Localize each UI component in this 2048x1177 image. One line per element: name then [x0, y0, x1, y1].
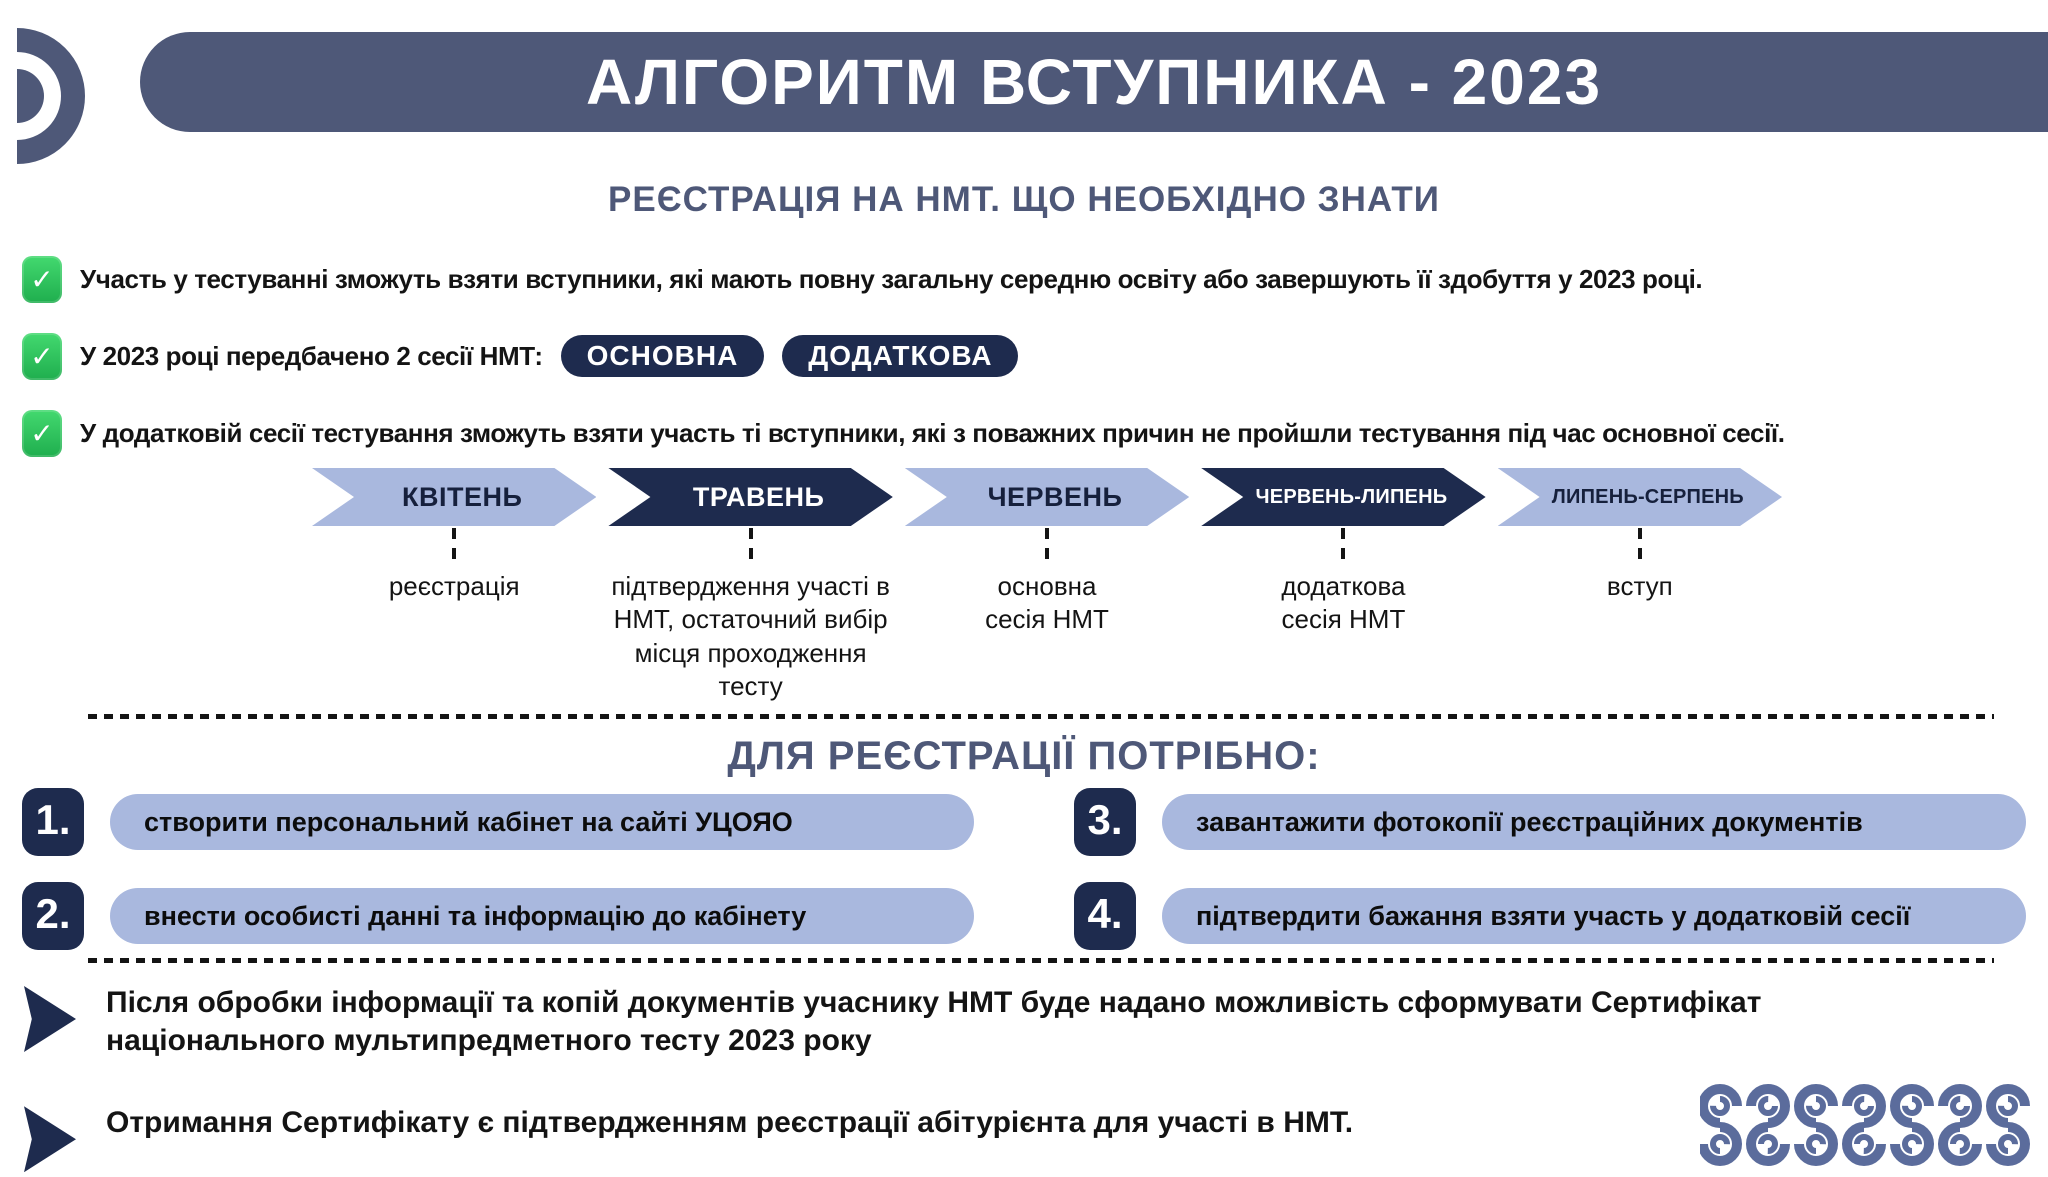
timeline: КВІТЕНЬ реєстрація ТРАВЕНЬ підтвердження уч…	[312, 468, 1782, 703]
notes: Після обробки інформації та копій докуме…	[24, 984, 1924, 1173]
ucoyao-arc-logo	[17, 28, 85, 164]
check-icon: ✓	[22, 332, 62, 380]
step-pill: створити персональний кабінет на сайті У…	[110, 794, 974, 850]
subtitle: РЕЄСТРАЦІЯ НА НМТ. ЩО НЕОБХІДНО ЗНАТИ	[608, 180, 1440, 219]
month-chevron: ЧЕРВЕНЬ-ЛИПЕНЬ	[1201, 468, 1485, 526]
step-pill: внести особисті данні та інформацію до к…	[110, 888, 974, 944]
session-badge: ДОДАТКОВА	[782, 335, 1019, 377]
step-item: 1. створити персональний кабінет на сайті…	[22, 788, 974, 856]
timeline-label: реєстрація	[388, 571, 520, 601]
bullet-item: ✓ У 2023 році передбачено 2 сесії НМТ: ОСН…	[22, 331, 2038, 381]
bullet-text: Участь у тестуванні зможуть взяти вступн…	[80, 263, 1703, 294]
timeline-label: додаткова сесія НМТ	[1281, 571, 1406, 635]
note-text: Після обробки інформації та копій докуме…	[106, 986, 1762, 1058]
step-pill: підтвердити бажання взяти участь у додат…	[1162, 888, 2026, 944]
registration-heading: ДЛЯ РЕЄСТРАЦІЇ ПОТРІБНО:	[727, 734, 1321, 778]
title-banner: АЛГОРИТМ ВСТУПНИКА - 2023	[140, 32, 2048, 132]
timeline-item: ТРАВЕНЬ підтвердження участі в НМТ, остат…	[608, 468, 892, 703]
check-icon: ✓	[22, 255, 62, 303]
dashed-tick	[748, 528, 753, 564]
step-number-badge: 1.	[22, 788, 84, 856]
note-text: Отримання Сертифікату є підтвердженням р…	[106, 1106, 1354, 1140]
note-item: Після обробки інформації та копій докуме…	[24, 984, 1924, 1060]
arrow-right-icon	[24, 986, 76, 1052]
bullet-text: У додатковій сесії тестування зможуть вз…	[80, 417, 1785, 448]
step-item: 3. завантажити фотокопії реєстраційних до…	[1074, 788, 2026, 856]
step-number-badge: 4.	[1074, 882, 1136, 950]
dashed-divider	[88, 958, 1994, 963]
dashed-tick	[1045, 528, 1050, 564]
month-chevron: ЛИПЕНЬ-СЕРПЕНЬ	[1498, 468, 1782, 526]
page-title: АЛГОРИТМ ВСТУПНИКА - 2023	[585, 46, 1603, 118]
month-chevron: ТРАВЕНЬ	[608, 468, 892, 526]
bullet-text: У 2023 році передбачено 2 сесії НМТ:	[80, 340, 543, 371]
timeline-item: ЧЕРВЕНЬ основна сесія НМТ	[905, 468, 1189, 703]
timeline-label: вступ	[1606, 571, 1673, 601]
step-number-badge: 3.	[1074, 788, 1136, 856]
month-chevron: ЧЕРВЕНЬ	[905, 468, 1189, 526]
step-pill: завантажити фотокопії реєстраційних доку…	[1162, 794, 2026, 850]
bullet-item: ✓ У додатковій сесії тестування зможуть в…	[22, 408, 2038, 458]
timeline-item: ЛИПЕНЬ-СЕРПЕНЬ вступ	[1498, 468, 1782, 703]
timeline-item: КВІТЕНЬ реєстрація	[312, 468, 596, 703]
dashed-tick	[452, 528, 457, 564]
timeline-label: основна сесія НМТ	[985, 571, 1109, 635]
timeline-label: підтвердження участі в НМТ, остаточний в…	[611, 571, 890, 701]
dashed-tick	[1637, 528, 1642, 564]
step-number-badge: 2.	[22, 882, 84, 950]
dashed-divider	[88, 714, 1994, 719]
arc-pattern-decoration	[1700, 1084, 2030, 1166]
arrow-right-icon	[24, 1106, 76, 1173]
registration-steps: 1. створити персональний кабінет на сайті…	[22, 788, 2026, 950]
bullet-list: ✓ Участь у тестуванні зможуть взяти вступ…	[22, 254, 2038, 458]
check-icon: ✓	[22, 409, 62, 457]
timeline-item: ЧЕРВЕНЬ-ЛИПЕНЬ додаткова сесія НМТ	[1201, 468, 1485, 703]
bullet-item: ✓ Участь у тестуванні зможуть взяти вступ…	[22, 254, 2038, 304]
month-chevron: КВІТЕНЬ	[312, 468, 596, 526]
step-item: 4. підтвердити бажання взяти участь у дод…	[1074, 882, 2026, 950]
step-item: 2. внести особисті данні та інформацію до…	[22, 882, 974, 950]
session-badge: ОСНОВНА	[560, 335, 765, 377]
dashed-tick	[1341, 528, 1346, 564]
note-item: Отримання Сертифікату є підтвердженням р…	[24, 1104, 1924, 1173]
